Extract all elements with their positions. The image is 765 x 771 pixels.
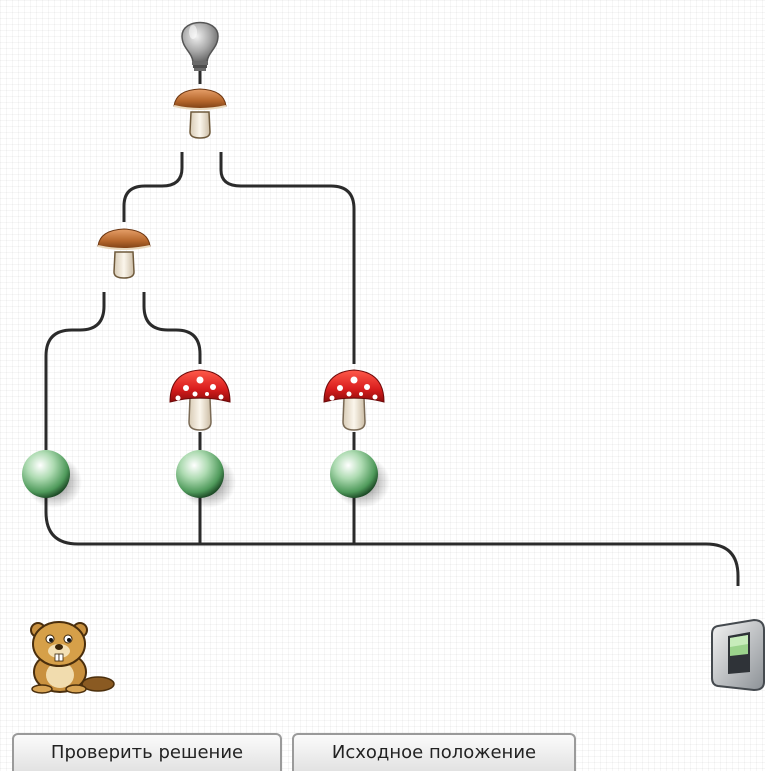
lightbulb-icon — [181, 21, 219, 71]
brown-mushroom-icon[interactable] — [97, 228, 151, 279]
wires — [44, 68, 740, 586]
wire-gate2-to-switch1 — [44, 292, 106, 450]
green-ball-switch-icon[interactable] — [330, 450, 390, 508]
green-ball-switch-icon[interactable] — [22, 450, 82, 508]
wire-switch1-to-bus — [44, 497, 740, 586]
check-solution-button[interactable]: Проверить решение — [12, 733, 282, 771]
wire-gate1-to-red2 — [219, 152, 356, 364]
wire-gate2-to-red1 — [142, 292, 202, 364]
green-ball-switch-icon[interactable] — [176, 450, 236, 508]
red-mushroom-icon[interactable] — [323, 369, 385, 431]
red-mushroom-icon[interactable] — [169, 369, 231, 431]
brown-mushroom-icon[interactable] — [173, 88, 227, 139]
wire-gate1-to-gate2 — [122, 152, 184, 222]
beaver-icon — [30, 621, 115, 694]
power-switch-icon[interactable] — [711, 618, 765, 692]
reset-button[interactable]: Исходное положение — [292, 733, 576, 771]
